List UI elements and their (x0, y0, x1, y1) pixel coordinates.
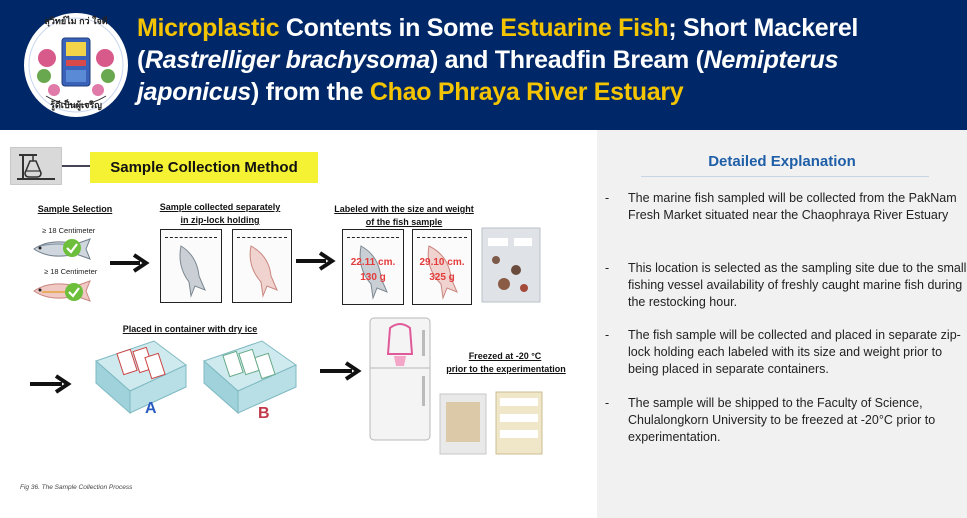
page-title: Microplastic Contents in Some Estuarine … (137, 12, 962, 108)
fish-bream-image (249, 245, 278, 298)
step-freezed-line1: Freezed at -20 °C (468, 351, 542, 361)
title-segment: Nemipterus japonicus (137, 46, 839, 106)
lab-flask-icon (17, 154, 55, 180)
zip-lock-bag-2 (232, 229, 292, 303)
section-connector (62, 165, 90, 167)
bullet-dash: - (605, 191, 610, 205)
arrow-right-icon (296, 251, 336, 271)
refrigerator-image (369, 317, 431, 441)
dry-ice-container-a-image (95, 340, 187, 415)
title-segment: Estuarine Fish (500, 14, 669, 42)
bag2-size: 29.10 cm. (419, 257, 465, 268)
bag1-size: 22.11 cm. (350, 257, 396, 268)
title-segment: Contents in Some (279, 14, 501, 42)
check-icon (63, 239, 81, 257)
logo-text-bottom: รู้ดีเป็นผู้เจริญ (50, 100, 102, 110)
bag1-weight: 130 g (360, 272, 386, 283)
bag-photo-image (481, 227, 541, 303)
frozen-sample-photo (439, 391, 543, 455)
title-segment: ) and Threadfin Bream ( (429, 46, 704, 74)
container-b-label: B (258, 405, 270, 422)
section-title: Sample Collection Method (90, 152, 318, 183)
logo-text-top: สุวิทย์ไม กว่ ใจดี (44, 16, 108, 26)
step-labeled-line2: of the fish sample (365, 217, 443, 227)
labeled-bag-2: 29.10 cm. 325 g (412, 229, 472, 305)
bullet-text: This location is selected as the samplin… (628, 261, 967, 309)
explanation-bullet: - The sample will be shipped to the Facu… (605, 395, 967, 446)
bullet-text: The fish sample will be collected and pl… (628, 328, 961, 376)
dry-ice-container-b-image (203, 340, 298, 415)
title-segment: ) from the (251, 78, 370, 106)
fish-mackerel-image (359, 245, 388, 300)
title-segment: Chao Phraya River Estuary (369, 78, 684, 106)
explanation-panel: Detailed Explanation - The marine fish s… (597, 130, 967, 518)
step-dry-ice: Placed in container with dry ice (122, 324, 258, 334)
step-freezed-line2: prior to the experimentation (446, 364, 566, 374)
step-labeled-line1: Labeled with the size and weight (334, 204, 474, 214)
explanation-underline (641, 176, 929, 177)
size-label-2: ≥ 18 Centimeter (44, 267, 98, 276)
bullet-dash: - (605, 328, 610, 342)
header-banner: สุวิทย์ไม กว่ ใจดี รู้ดีเป็นผู้เจริญ Mic… (0, 0, 967, 130)
fish-bream-image (427, 245, 458, 300)
explanation-bullet: - This location is selected as the sampl… (605, 260, 967, 311)
bullet-dash: - (605, 261, 610, 275)
school-crest-logo (24, 13, 128, 117)
zip-lock-bag-1 (160, 229, 222, 303)
arrow-right-icon (320, 361, 362, 381)
title-segment: Rastrelliger brachysoma (145, 46, 430, 74)
bag2-weight: 325 g (429, 272, 455, 283)
bullet-dash: - (605, 396, 610, 410)
explanation-title: Detailed Explanation (708, 153, 856, 170)
explanation-bullet: - The fish sample will be collected and … (605, 327, 967, 378)
fish-mackerel-image (179, 245, 206, 298)
step-sample-selection: Sample Selection (37, 204, 113, 214)
container-a-label: A (145, 400, 157, 417)
step-zip-lock-line2: in zip-lock holding (180, 215, 260, 225)
arrow-right-icon (30, 374, 72, 394)
bullet-text: The sample will be shipped to the Facult… (628, 396, 936, 444)
figure-caption: Fig 36. The Sample Collection Process (20, 484, 133, 491)
step-zip-lock-line1: Sample collected separately (159, 202, 281, 212)
title-segment: Microplastic (137, 14, 280, 42)
labeled-bag-1: 22.11 cm. 130 g (342, 229, 404, 305)
arrow-right-icon (110, 253, 150, 273)
title-segment: ; Short Mackerel ( (137, 14, 859, 74)
bullet-text: The marine fish sampled will be collecte… (628, 191, 957, 222)
size-label-1: ≥ 18 Centimeter (42, 226, 96, 235)
check-icon (65, 283, 83, 301)
explanation-bullet: - The marine fish sampled will be collec… (605, 190, 967, 224)
section-icon-box (10, 147, 62, 185)
